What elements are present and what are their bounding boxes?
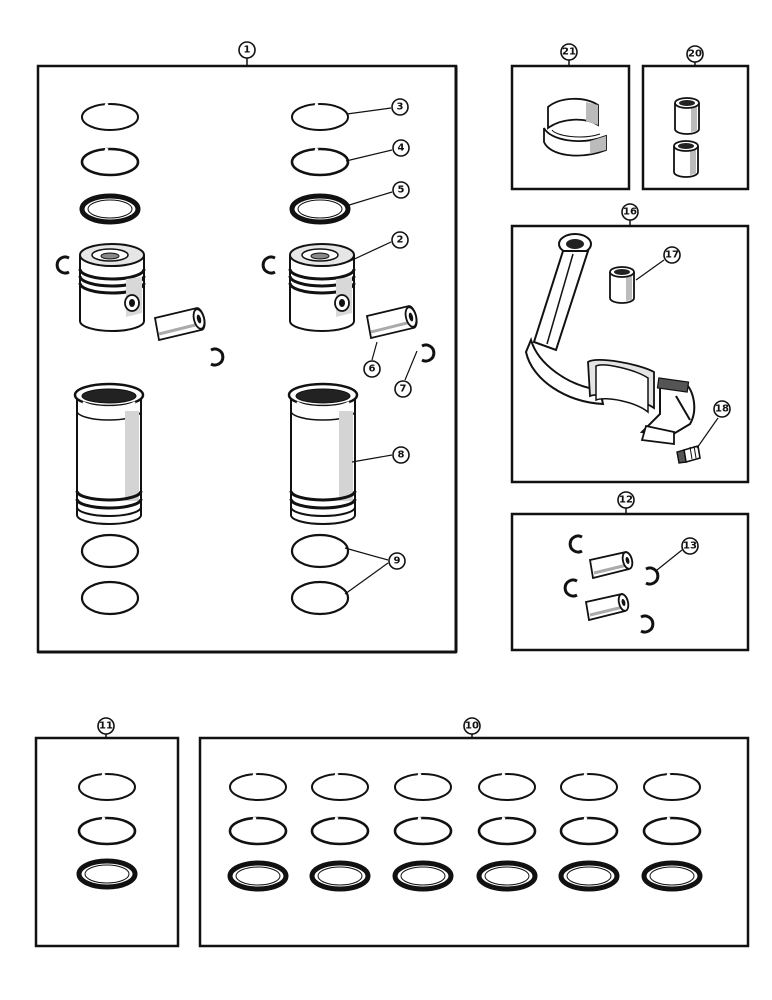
snap-ring <box>261 255 277 275</box>
snap-ring <box>563 578 579 598</box>
callout-4: 4 <box>392 139 410 157</box>
svg-text:6: 6 <box>369 364 376 375</box>
callout-8: 8 <box>392 446 410 464</box>
snap-ring <box>644 566 660 586</box>
snap-ring <box>639 614 655 634</box>
liner-seal-ring <box>80 580 140 616</box>
svg-text:11: 11 <box>99 721 113 732</box>
oil-control-ring <box>82 196 138 222</box>
compression-ring <box>228 816 288 846</box>
svg-text:4: 4 <box>398 143 405 154</box>
main-bearing-shells <box>543 97 607 157</box>
snap-ring <box>568 534 584 554</box>
compression-ring <box>290 147 350 177</box>
compression-ring <box>393 772 453 802</box>
piston <box>288 242 356 333</box>
piston-pin-bushing <box>609 266 635 304</box>
svg-text:21: 21 <box>562 47 576 58</box>
liner-seal-ring <box>290 580 350 616</box>
callout-5: 5 <box>392 181 410 199</box>
callout-16: 16 <box>621 203 639 221</box>
svg-text:17: 17 <box>665 250 679 261</box>
compression-ring <box>310 816 370 846</box>
callout-18: 18 <box>713 400 731 418</box>
svg-text:2: 2 <box>397 235 404 246</box>
svg-text:9: 9 <box>394 556 401 567</box>
compression-ring <box>477 772 537 802</box>
compression-ring <box>393 816 453 846</box>
piston-pin <box>153 306 208 342</box>
compression-ring <box>228 772 288 802</box>
oil-control-ring <box>312 863 368 889</box>
snap-ring <box>209 347 225 367</box>
compression-ring <box>559 772 619 802</box>
piston-pin <box>584 591 632 622</box>
liner-seal-ring <box>80 533 140 569</box>
callout-11: 11 <box>97 717 115 735</box>
svg-text:7: 7 <box>400 384 407 395</box>
cylinder-liner <box>73 382 145 526</box>
compression-ring <box>310 772 370 802</box>
callout-13: 13 <box>681 537 699 555</box>
compression-ring <box>642 772 702 802</box>
callout-9: 9 <box>388 552 406 570</box>
piston-pin <box>365 304 420 340</box>
piston <box>78 242 146 333</box>
oil-control-ring <box>230 863 286 889</box>
compression-ring <box>77 816 137 846</box>
svg-text:10: 10 <box>465 721 479 732</box>
kit-1-box <box>36 58 458 654</box>
callout-10: 10 <box>463 717 481 735</box>
kit-12-box <box>510 508 750 652</box>
callout-1: 1 <box>238 41 256 59</box>
callouts: 1 21 20 16 12 11 10 3 <box>97 41 731 735</box>
svg-text:1: 1 <box>244 45 251 56</box>
kit-21-box <box>510 60 631 191</box>
svg-text:5: 5 <box>398 185 405 196</box>
oil-control-ring <box>561 863 617 889</box>
callout-12: 12 <box>617 491 635 509</box>
liner-seal-ring <box>290 533 350 569</box>
oil-control-ring <box>644 863 700 889</box>
svg-text:3: 3 <box>397 102 404 113</box>
oil-control-ring <box>79 861 135 887</box>
cylinder-liner <box>287 382 359 526</box>
svg-text:18: 18 <box>715 404 729 415</box>
compression-ring <box>559 816 619 846</box>
compression-ring <box>642 816 702 846</box>
kit-20-box <box>641 62 750 191</box>
snap-ring <box>420 343 436 363</box>
piston-pin <box>588 549 636 580</box>
callout-3: 3 <box>391 98 409 116</box>
svg-text:20: 20 <box>688 49 702 60</box>
compression-ring <box>477 816 537 846</box>
svg-text:16: 16 <box>623 207 637 218</box>
connecting-rod-bolt <box>676 444 701 464</box>
bushing <box>673 140 699 178</box>
svg-text:8: 8 <box>398 450 405 461</box>
callout-17: 17 <box>663 246 681 264</box>
callout-20: 20 <box>686 45 704 63</box>
compression-ring <box>80 147 140 177</box>
oil-control-ring <box>395 863 451 889</box>
bushing <box>674 97 700 135</box>
compression-ring <box>290 102 350 132</box>
callout-2: 2 <box>391 231 409 249</box>
oil-control-ring <box>292 196 348 222</box>
kit-11-box <box>34 734 180 948</box>
kit-10-box <box>198 734 750 948</box>
compression-ring <box>77 772 137 802</box>
callout-6: 6 <box>363 360 381 378</box>
compression-ring <box>80 102 140 132</box>
callout-21: 21 <box>560 43 578 61</box>
svg-text:13: 13 <box>683 541 697 552</box>
callout-7: 7 <box>394 380 412 398</box>
svg-text:12: 12 <box>619 495 633 506</box>
connecting-rod <box>524 233 696 446</box>
kit-16-box <box>510 220 750 484</box>
oil-control-ring <box>479 863 535 889</box>
snap-ring <box>55 255 71 275</box>
